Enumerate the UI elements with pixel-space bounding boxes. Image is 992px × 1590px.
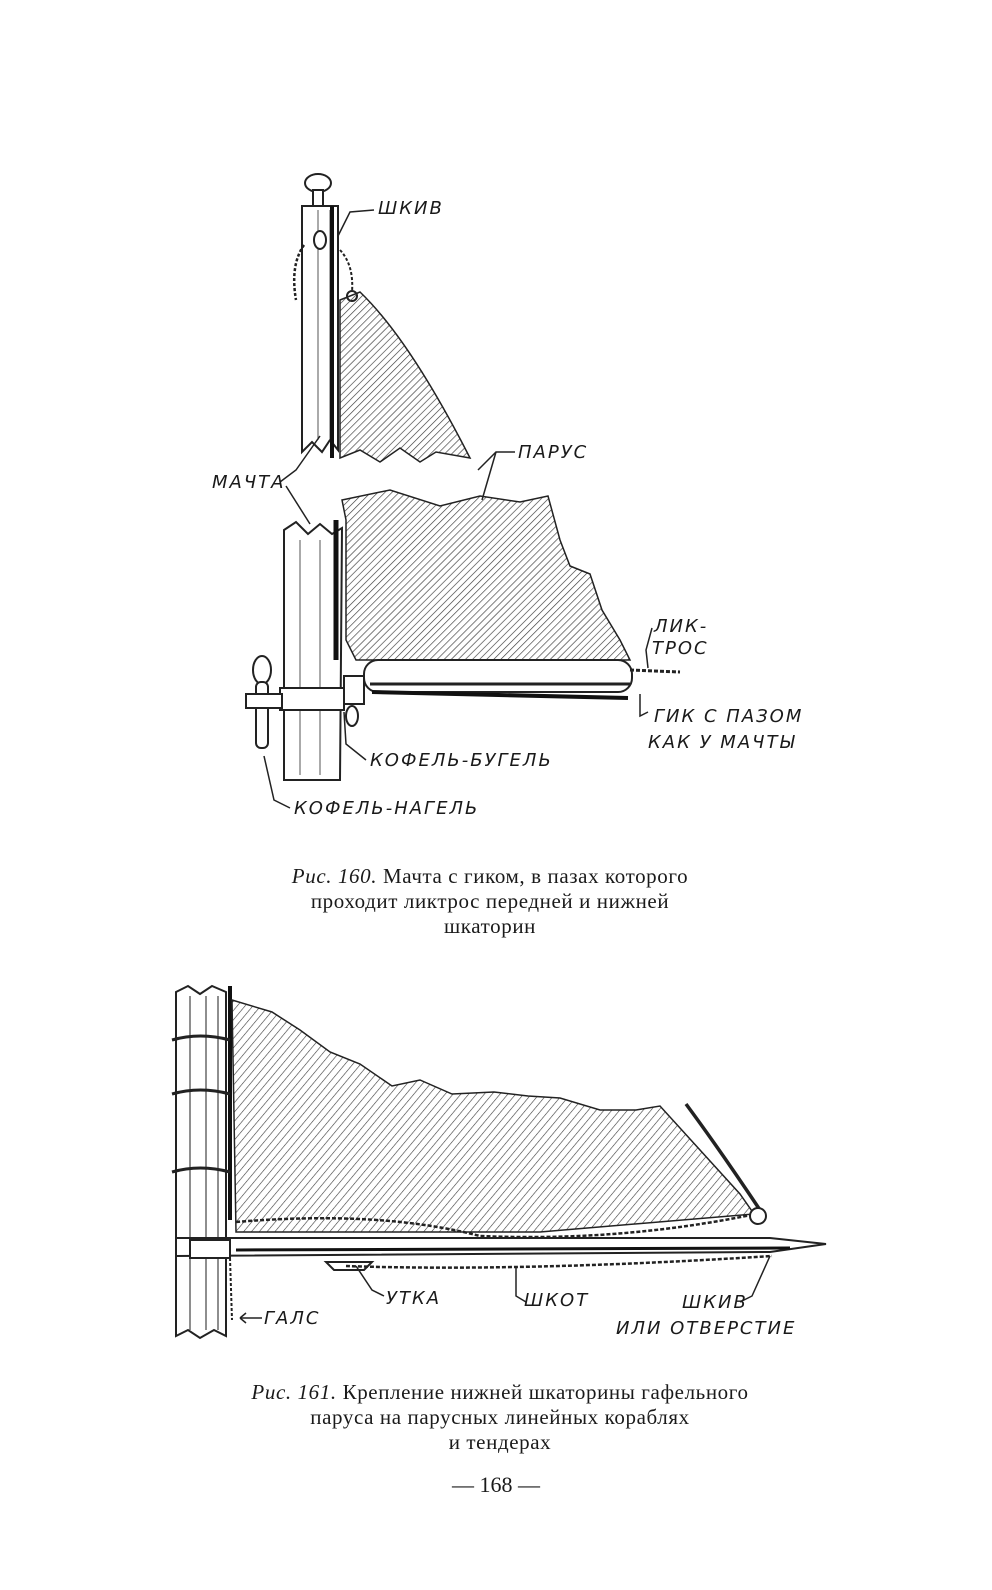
label-kofel-bugel: КОФЕЛЬ-БУГЕЛЬ: [370, 750, 553, 771]
label-gik-2: КАК У МАЧТЫ: [648, 732, 797, 753]
label-gals: ГАЛС: [264, 1308, 321, 1329]
page-number: — 168 —: [452, 1472, 540, 1497]
label-utka: УТКА: [386, 1288, 442, 1309]
caption-161-prefix: Рис. 161.: [251, 1380, 337, 1404]
figure-160-drawing: [245, 173, 681, 809]
label-machta: МАЧТА: [212, 472, 286, 493]
label-shkot: ШКОТ: [524, 1290, 590, 1311]
caption-160-line1: Мачта с гиком, в пазах которого: [382, 864, 689, 888]
label-shkiv-161-2: ИЛИ ОТВЕРСТИЕ: [616, 1318, 797, 1339]
label-parus: ПАРУС: [518, 442, 589, 463]
caption-161-line1: Крепление нижней шкаторины гафельного: [342, 1380, 749, 1404]
caption-figure-161: Рис. 161. Крепление нижней шкаторины гаф…: [150, 1380, 850, 1455]
label-kofel-nagel: КОФЕЛЬ-НАГЕЛЬ: [294, 798, 480, 819]
caption-160-line2: проходит ликтрос передней и нижней: [310, 889, 670, 913]
label-shkiv: ШКИВ: [378, 198, 444, 219]
label-liktros-1: ЛИК-: [654, 616, 709, 637]
figure-161-drawing: [171, 984, 827, 1340]
caption-161-line3: и тендерах: [448, 1430, 552, 1454]
caption-figure-160: Рис. 160. Мачта с гиком, в пазах которог…: [180, 864, 800, 939]
label-liktros-2: ТРОС: [652, 638, 709, 659]
caption-160-line3: шкаторин: [443, 914, 536, 938]
label-shkiv-161-1: ШКИВ: [682, 1292, 748, 1313]
label-gik-1: ГИК С ПАЗОМ: [654, 706, 804, 727]
caption-161-line2: паруса на парусных линейных кораблях: [310, 1405, 690, 1429]
caption-160-prefix: Рис. 160.: [291, 864, 378, 888]
